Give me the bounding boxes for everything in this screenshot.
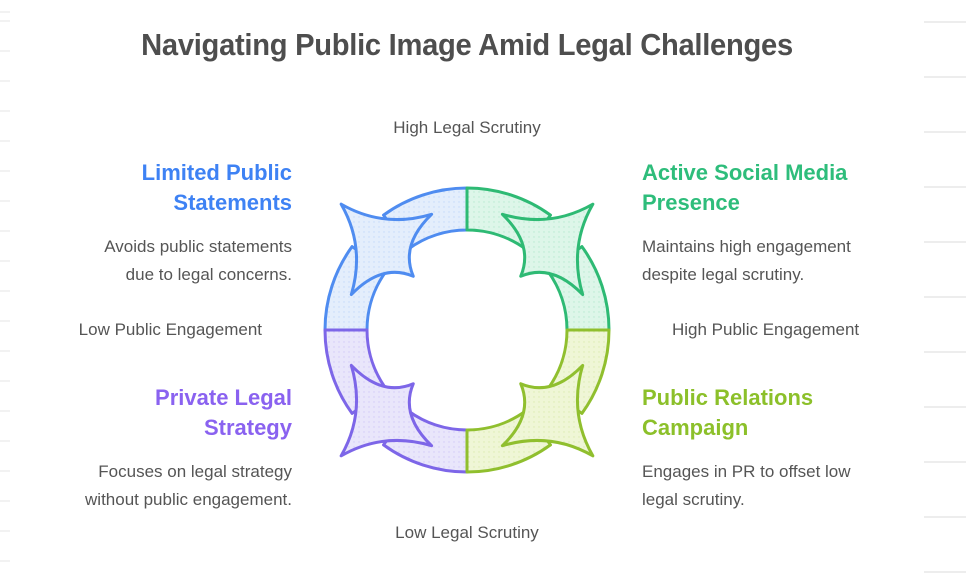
quadrant-heading-line: Presence bbox=[642, 190, 740, 215]
quadrant-description-line: Avoids public statements bbox=[104, 237, 292, 256]
quadrant-heading: Private Legal Strategy bbox=[30, 383, 292, 443]
background-artifact-left bbox=[0, 0, 10, 579]
quadrant-heading-line: Strategy bbox=[203, 415, 292, 440]
arrow-segment-top-right bbox=[465, 186, 611, 332]
quadrant-description-line: Engages in PR to offset low bbox=[642, 462, 851, 481]
quadrant-bottom-right: Public Relations Campaign Engages in PR … bbox=[642, 383, 904, 514]
quadrant-description: Focuses on legal strategy without public… bbox=[30, 458, 292, 514]
cycle-arrows-diagram bbox=[323, 186, 611, 474]
page-title: Navigating Public Image Amid Legal Chall… bbox=[141, 27, 793, 62]
quadrant-description-line: legal scrutiny. bbox=[642, 490, 745, 509]
quadrant-description: Engages in PR to offset low legal scruti… bbox=[642, 458, 904, 514]
arrow-segment-top-left bbox=[323, 186, 469, 332]
quadrant-description: Maintains high engagement despite legal … bbox=[642, 233, 904, 289]
axis-label-right: High Public Engagement bbox=[672, 320, 860, 339]
quadrant-heading: Limited Public Statements bbox=[30, 158, 292, 218]
quadrant-heading-line: Statements bbox=[173, 190, 292, 215]
background-artifact-right bbox=[924, 0, 966, 579]
quadrant-top-right: Active Social Media Presence Maintains h… bbox=[642, 158, 904, 289]
quadrant-top-left: Limited Public Statements Avoids public … bbox=[30, 158, 292, 289]
quadrant-heading-line: Limited Public bbox=[141, 160, 292, 185]
axis-label-top: High Legal Scrutiny bbox=[393, 118, 541, 137]
quadrant-heading: Active Social Media Presence bbox=[642, 158, 904, 218]
axis-label-left: Low Public Engagement bbox=[78, 320, 262, 339]
axis-label-bottom: Low Legal Scrutiny bbox=[395, 523, 539, 542]
quadrant-description: Avoids public statements due to legal co… bbox=[30, 233, 292, 289]
arrow-segment-bottom-right bbox=[465, 328, 611, 474]
arrow-segment-bottom-left bbox=[323, 328, 469, 474]
quadrant-bottom-left: Private Legal Strategy Focuses on legal … bbox=[30, 383, 292, 514]
quadrant-heading-line: Active Social Media bbox=[642, 160, 848, 185]
quadrant-description-line: despite legal scrutiny. bbox=[642, 265, 805, 284]
quadrant-description-line: Maintains high engagement bbox=[642, 237, 851, 256]
quadrant-heading-line: Public Relations bbox=[642, 385, 814, 410]
quadrant-heading-line: Campaign bbox=[642, 415, 749, 440]
quadrant-heading-line: Private Legal bbox=[155, 385, 292, 410]
quadrant-description-line: due to legal concerns. bbox=[125, 265, 292, 284]
quadrant-description-line: Focuses on legal strategy bbox=[98, 462, 292, 481]
quadrant-description-line: without public engagement. bbox=[85, 490, 292, 509]
quadrant-heading: Public Relations Campaign bbox=[642, 383, 904, 443]
